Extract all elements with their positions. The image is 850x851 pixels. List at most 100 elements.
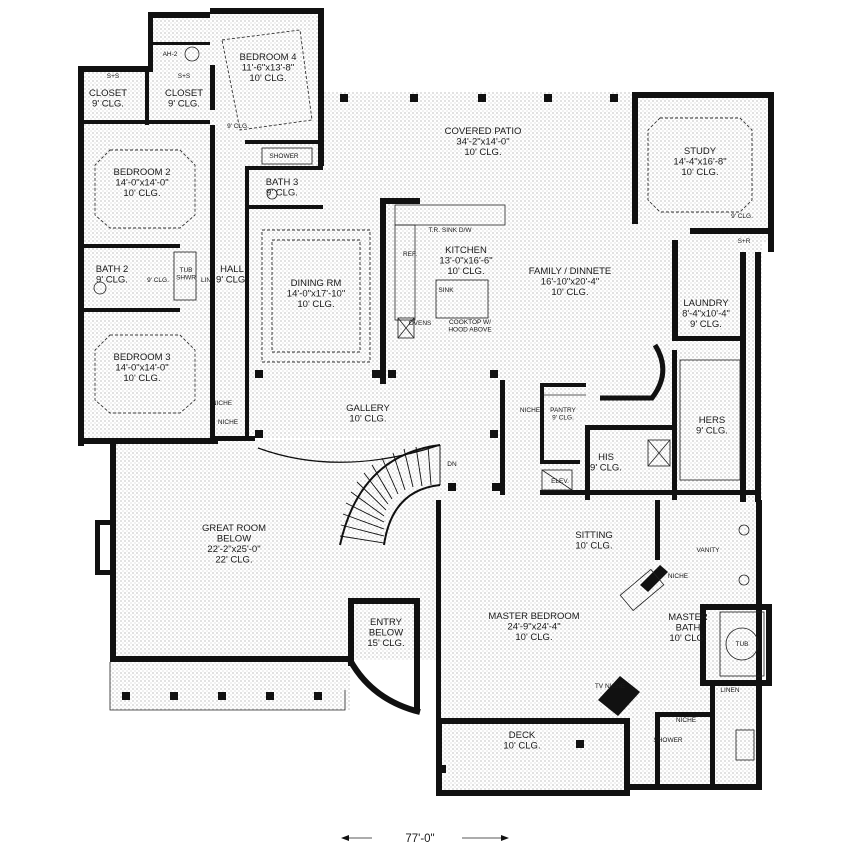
room-label-closet2-line1: 9' CLG. <box>168 99 200 110</box>
room-label-bedroom2-line1: 14'-0"x14'-0" <box>115 178 168 189</box>
room-label-patio-line1: 34'-2"x14'-0" <box>456 137 509 148</box>
room-label-sink: SINK <box>438 287 454 294</box>
room-label-niche4: NICHE <box>668 573 689 580</box>
room-label-hall-line1: 9' CLG. <box>216 275 248 286</box>
room-label-kitchen-line2: 10' CLG. <box>447 266 484 277</box>
room-label-family: FAMILY / DINNETE <box>529 266 612 277</box>
room-label-niche3: NICHE <box>520 407 541 414</box>
room-label-bath2: BATH 2 <box>96 264 129 275</box>
room-label-bedroom2-line2: 10' CLG. <box>123 188 160 199</box>
room-label-bedroom2: BEDROOM 2 <box>113 167 170 178</box>
room-label-masterbath: MASTER <box>668 612 708 623</box>
room-label-lin: LIN <box>201 277 211 284</box>
room-label-gallery-line1: 10' CLG. <box>349 414 386 425</box>
room-label-greatroom: GREAT ROOM <box>202 523 266 534</box>
room-label-shower2: SHOWER <box>653 737 683 744</box>
room-label-tvniche: TV NICHE <box>595 683 626 690</box>
room-label-elev: ELEV. <box>551 478 569 485</box>
room-label-vanity: VANITY <box>697 547 721 554</box>
room-label-bath2b: 9' CLG. <box>147 277 169 284</box>
room-label-cooktop-line1: HOOD ABOVE <box>448 327 492 334</box>
room-label-bath2-line1: 9' CLG. <box>96 275 128 286</box>
room-label-greatroom-line2: 22'-2"x25'-0" <box>207 544 260 555</box>
room-label-linen: LINEN <box>720 687 739 694</box>
room-label-kitchen: KITCHEN <box>445 245 487 256</box>
room-label-patio: COVERED PATIO <box>445 126 522 137</box>
room-label-gallery: GALLERY <box>346 403 390 414</box>
room-label-greatroom-line3: 22' CLG. <box>215 555 252 566</box>
room-label-his-line1: 9' CLG. <box>590 463 622 474</box>
room-label-study-line2: 10' CLG. <box>681 167 718 178</box>
room-label-niche5: NICHE <box>676 717 697 724</box>
room-label-bedroom4-line1: 11'-6"x13'-8" <box>242 63 294 74</box>
floor-hatch <box>80 14 770 790</box>
room-label-deck: DECK <box>509 730 536 741</box>
overall-dimension: 77'-0" <box>341 833 509 845</box>
room-label-master: MASTER BEDROOM <box>488 611 579 622</box>
room-label-tub: TUB <box>180 267 193 274</box>
room-label-tub2: TUB <box>736 641 749 648</box>
room-label-master-line1: 24'-9"x24'-4" <box>507 622 560 633</box>
room-label-master-line2: 10' CLG. <box>515 632 552 643</box>
room-label-niche2: NICHE <box>218 419 239 426</box>
porch-outline <box>109 662 346 711</box>
room-label-bath3: BATH 3 <box>266 177 299 188</box>
room-label-family-line2: 10' CLG. <box>551 287 588 298</box>
room-label-laundry: LAUNDRY <box>683 298 729 309</box>
room-label-studyclg: 9' CLG. <box>731 213 753 220</box>
room-label-hers-line1: 9' CLG. <box>696 426 728 437</box>
curved-staircase <box>339 444 441 546</box>
columns <box>122 94 618 773</box>
room-label-sitting: SITTING <box>575 530 612 541</box>
room-label-bath3-line1: 9' CLG. <box>266 188 298 199</box>
room-label-shower1: SHOWER <box>269 153 299 160</box>
room-label-closet1: CLOSET <box>89 88 127 99</box>
dimension-label: 77'-0" <box>405 833 434 845</box>
room-label-patio-line2: 10' CLG. <box>464 147 501 158</box>
room-label-his: HIS <box>598 452 614 463</box>
room-label-pantry: PANTRY <box>550 407 576 414</box>
room-label-laundry-line1: 8'-4"x10'-4" <box>682 309 730 320</box>
room-label-family-line1: 16'-10"x20'-4" <box>541 277 599 288</box>
room-label-pantry-line1: 9' CLG. <box>552 415 574 422</box>
room-label-dn: DN <box>447 461 457 468</box>
room-label-niche1: NICHE <box>212 400 233 407</box>
room-label-ref: REF. <box>403 251 417 258</box>
family-curved-wall <box>600 343 666 401</box>
room-label-dining-line2: 10' CLG. <box>297 299 334 310</box>
room-label-tub-line1: SHWR <box>176 275 196 282</box>
room-label-masterbath-line2: 10' CLG. <box>669 633 706 644</box>
room-label-shelving: S+R <box>738 238 751 245</box>
room-label-laundry-line2: 9' CLG. <box>690 319 722 330</box>
room-label-closet2: CLOSET <box>165 88 203 99</box>
room-label-hers: HERS <box>699 415 725 426</box>
room-label-bed4clg: 9' CLG. <box>227 123 249 130</box>
room-label-hall: HALL <box>220 264 244 275</box>
room-label-bedroom3-line2: 10' CLG. <box>123 373 160 384</box>
room-label-closet1-line1: 9' CLG. <box>92 99 124 110</box>
ceiling-trays <box>94 29 753 414</box>
room-label-shelf2: S+S <box>178 73 191 80</box>
walls <box>78 8 774 796</box>
room-label-entry-line1: BELOW <box>369 628 403 639</box>
entry-curved-wall <box>347 658 421 715</box>
room-label-bedroom4: BEDROOM 4 <box>239 52 296 63</box>
room-label-ovens: OVENS <box>409 320 432 327</box>
room-label-entry-line2: 15' CLG. <box>367 638 404 649</box>
fixtures <box>93 46 765 761</box>
room-label-study-line1: 14'-4"x16'-8" <box>673 157 726 168</box>
room-label-deck-line1: 10' CLG. <box>503 741 540 752</box>
room-label-greatroom-line1: BELOW <box>217 534 251 545</box>
room-label-dining-line1: 14'-0"x17'-10" <box>287 289 345 300</box>
room-label-masterbath-line1: BATH <box>676 623 701 634</box>
room-label-bedroom3: BEDROOM 3 <box>113 352 170 363</box>
room-label-kitchen-line1: 13'-0"x16'-6" <box>439 256 492 267</box>
room-label-ah2: AH-2 <box>163 51 178 58</box>
room-label-appliances: T.R. SINK D/W <box>429 227 473 234</box>
room-label-bedroom3-line1: 14'-0"x14'-0" <box>115 363 168 374</box>
room-label-dining: DINING RM <box>291 278 342 289</box>
room-label-study: STUDY <box>684 146 717 157</box>
room-label-bedroom4-line2: 10' CLG. <box>249 73 286 84</box>
